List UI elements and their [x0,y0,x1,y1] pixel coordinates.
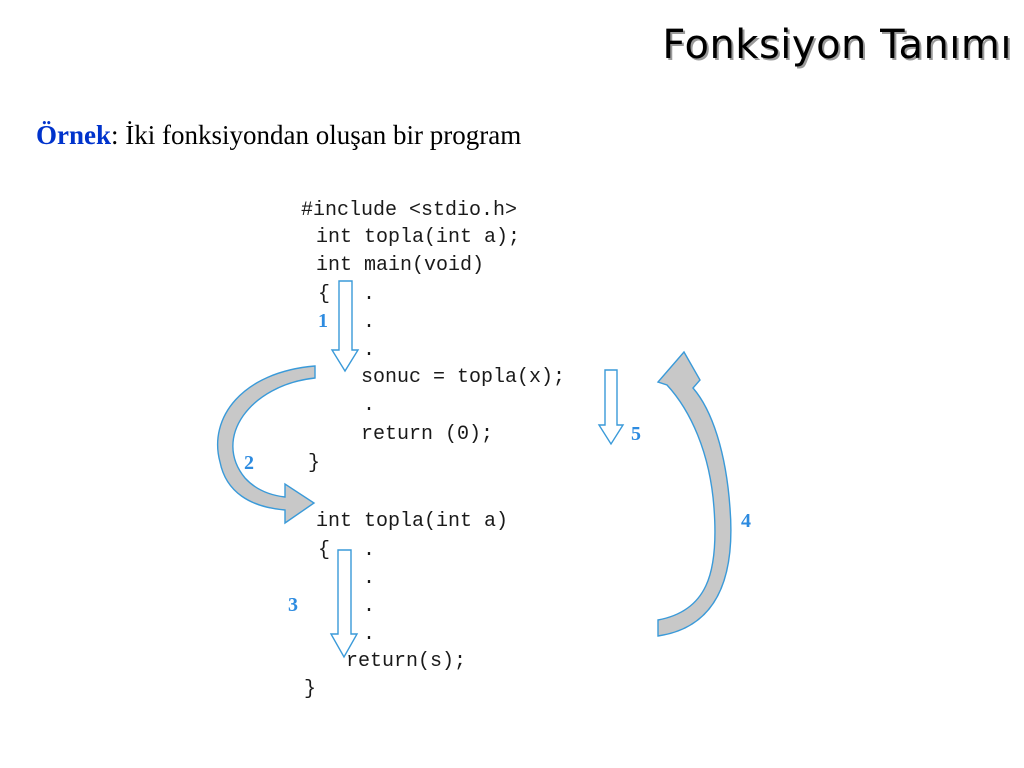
code-ellipsis-dot: . [363,539,376,562]
code-ellipsis-dot: . [363,567,376,590]
example-description: İki fonksiyondan oluşan bir program [118,120,522,150]
code-ellipsis-dot: . [363,283,376,306]
code-ellipsis-dot: . [363,394,376,417]
example-heading: Örnek: İki fonksiyondan oluşan bir progr… [36,120,521,151]
step-number-3: 3 [288,594,298,616]
code-topla-open-brace: { [318,539,331,562]
step-1-down-arrow [330,280,360,373]
code-prototype: int topla(int a); [316,226,521,249]
step-3-down-arrow [329,549,359,659]
code-ellipsis-dot: . [363,623,376,646]
code-ellipsis-dot: . [363,595,376,618]
example-label: Örnek [36,120,112,150]
code-main-open-brace: { [318,283,331,306]
code-ellipsis-dot: . [363,311,376,334]
step-number-2: 2 [244,452,254,474]
example-separator: : [111,120,119,150]
step-5-down-arrow [597,369,625,446]
slide-title: Fonksiyon Tanımı [662,22,1012,68]
code-ellipsis-dot: . [363,339,376,362]
code-function-call: sonuc = topla(x); [361,366,566,389]
step-number-5: 5 [631,423,641,445]
code-topla-close-brace: } [304,678,317,701]
step-2-curved-arrow [216,365,316,525]
code-main-signature: int main(void) [316,254,485,277]
step-number-1: 1 [318,310,328,332]
code-topla-signature: int topla(int a) [316,510,509,533]
code-include: #include <stdio.h> [301,199,518,222]
code-main-close-brace: } [308,452,321,475]
code-return-zero: return (0); [361,423,494,446]
code-return-sum: return(s); [346,650,467,673]
step-4-curved-arrow [656,350,732,637]
step-number-4: 4 [741,510,751,532]
